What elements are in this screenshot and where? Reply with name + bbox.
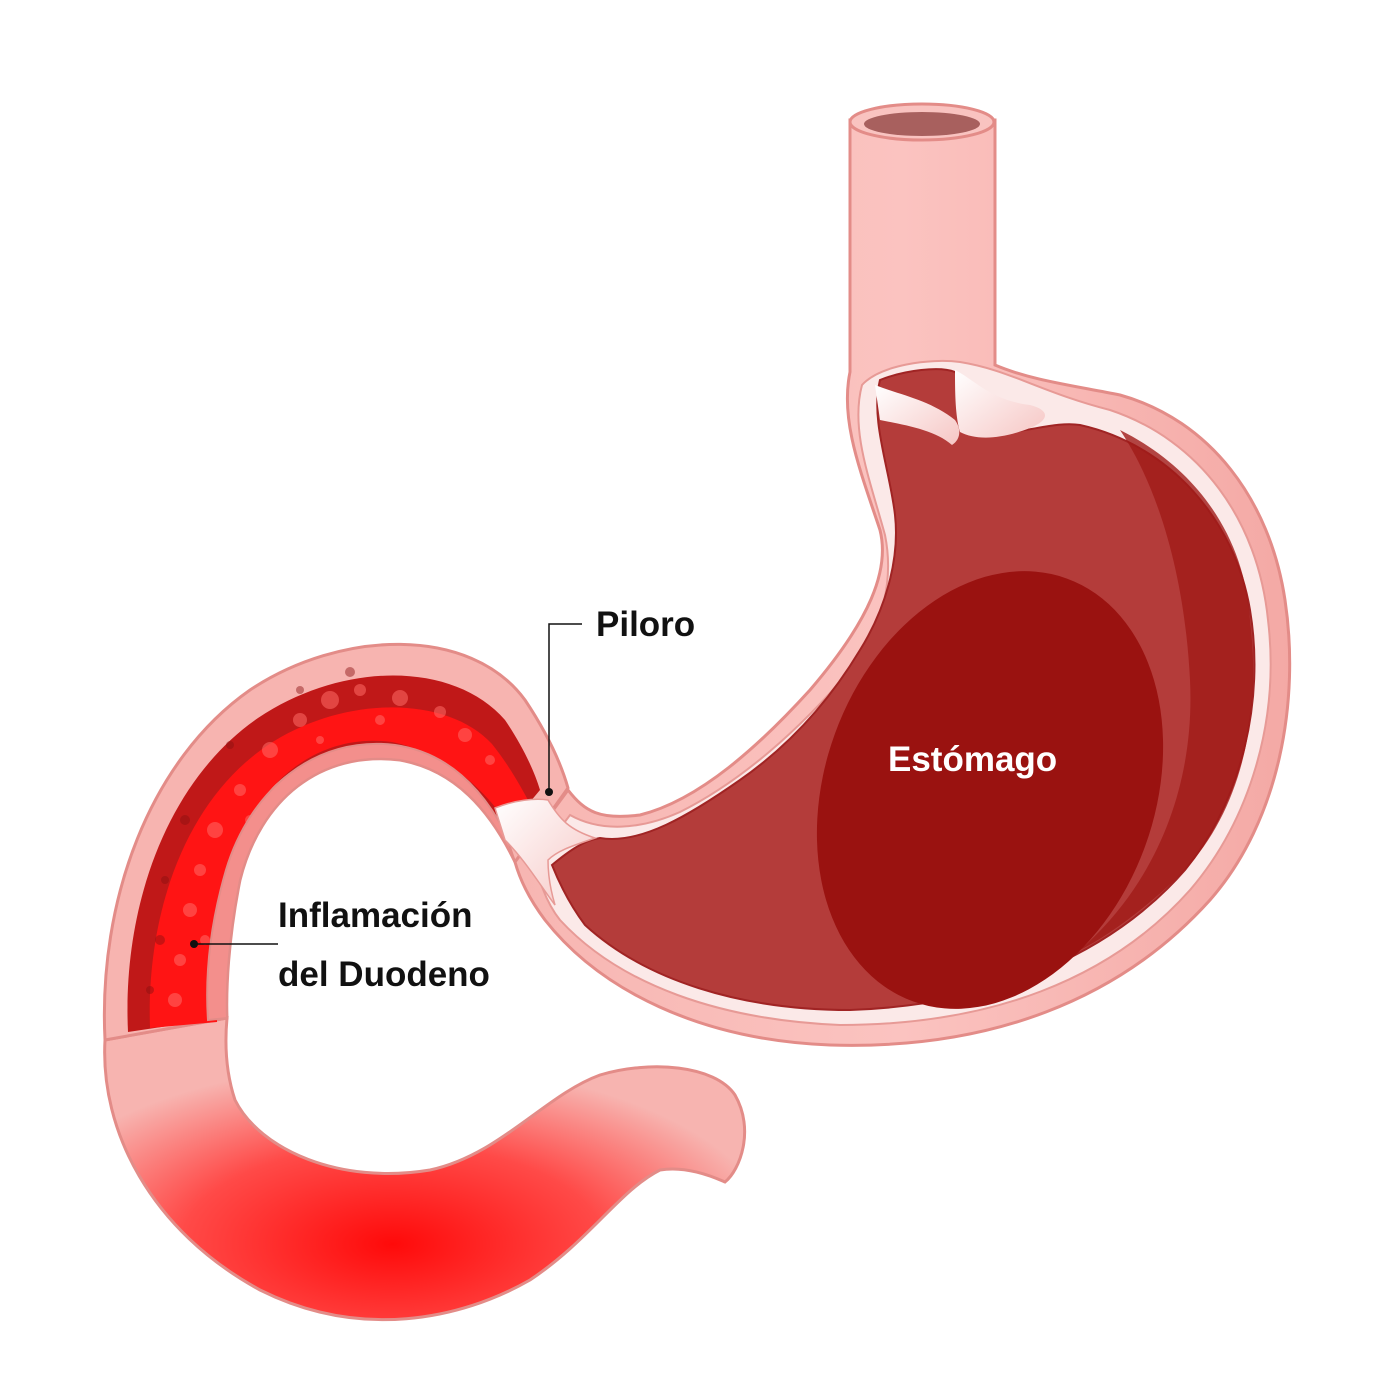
inflammation-pointer: [190, 940, 278, 948]
label-pylorus: Piloro: [596, 605, 696, 644]
duodenum-inner-wall: [206, 742, 516, 1022]
cardia-valve-right: [955, 370, 1045, 438]
duodenum-texture-dark: [146, 667, 355, 994]
cardia-valve: [875, 385, 960, 445]
stomach-deep-fold: [816, 571, 1164, 1009]
label-stomach: Estómago: [888, 740, 1058, 779]
stomach-right-shadow: [1080, 430, 1254, 950]
pylorus-pointer: [545, 623, 582, 796]
label-inflammation-line1: Inflamación: [278, 896, 473, 935]
duodenum-inflamed-lining: [127, 675, 541, 1032]
duodenum-lower: [103, 1016, 747, 1322]
esophagus-lumen: [864, 112, 980, 136]
label-inflammation-line2: del Duodeno: [278, 955, 490, 994]
pylorus-valve: [494, 798, 598, 906]
duodenum-texture: [168, 684, 495, 1007]
